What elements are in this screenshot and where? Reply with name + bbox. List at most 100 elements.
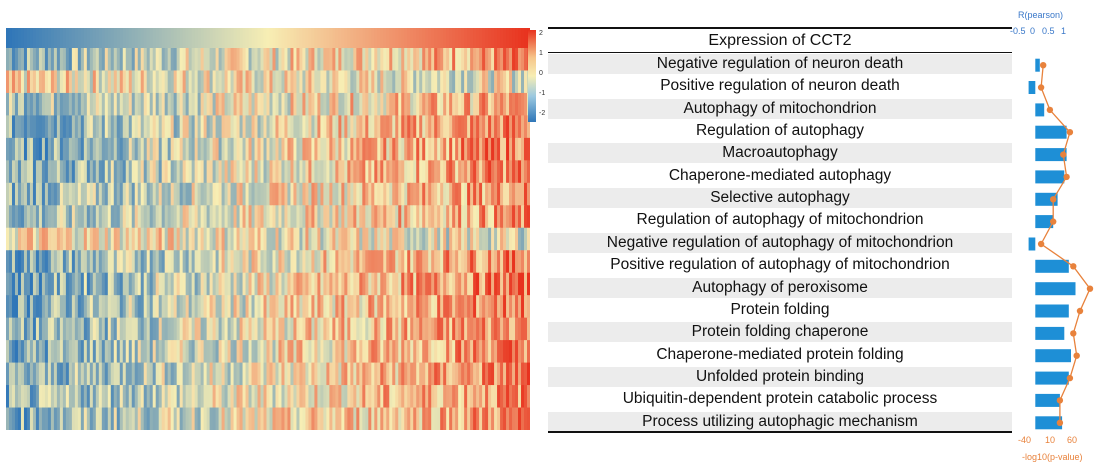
heatmap-cell: [74, 227, 79, 251]
heatmap-cell: [152, 385, 157, 409]
heatmap-cell: [434, 205, 438, 229]
heatmap-cell: [104, 48, 109, 71]
heatmap-cell: [212, 48, 217, 71]
heatmap-cell: [47, 317, 52, 341]
heatmap-cell: [38, 70, 43, 94]
heatmap-cell: [20, 317, 25, 341]
heatmap-cell: [326, 272, 330, 296]
heatmap-cell: [14, 272, 19, 296]
heatmap-cell: [98, 137, 103, 161]
heatmap-cell: [446, 250, 450, 274]
heatmap-header-cell: [44, 28, 49, 48]
heatmap-cell: [6, 227, 10, 251]
heatmap-cell: [50, 70, 55, 94]
heatmap-cell: [506, 137, 510, 161]
heatmap-cell: [506, 317, 510, 341]
heatmap-cell: [212, 407, 217, 430]
pathway-table: Expression of CCT2 Negative regulation o…: [548, 27, 1012, 433]
heatmap-cell: [413, 385, 417, 409]
heatmap-cell: [254, 272, 259, 296]
heatmap-cell: [11, 137, 16, 161]
heatmap-cell: [239, 115, 244, 139]
heatmap-cell: [200, 115, 205, 139]
heatmap-cell: [356, 70, 360, 94]
heatmap-cell: [173, 227, 178, 251]
heatmap-cell: [89, 48, 94, 71]
heatmap-cell: [446, 137, 450, 161]
heatmap-header-cell: [260, 28, 265, 48]
heatmap-cell: [23, 70, 28, 94]
heatmap-cell: [140, 48, 145, 71]
heatmap-cell: [449, 250, 453, 274]
heatmap-cell: [302, 340, 307, 364]
heatmap-cell: [212, 227, 217, 251]
heatmap-cell: [191, 272, 196, 296]
heatmap-cell: [371, 205, 375, 229]
heatmap-cell: [233, 70, 238, 94]
heatmap-cell: [440, 295, 444, 319]
heatmap-cell: [104, 182, 109, 206]
heatmap-cell: [320, 272, 324, 296]
heatmap-cell: [113, 160, 118, 184]
heatmap-cell: [290, 385, 295, 409]
heatmap-cell: [149, 317, 154, 341]
heatmap-cell: [374, 272, 378, 296]
heatmap-cell: [74, 362, 79, 386]
heatmap-cell: [518, 295, 522, 319]
heatmap-cell: [281, 48, 286, 71]
heatmap-cell: [458, 115, 462, 139]
heatmap-cell: [68, 407, 73, 430]
heatmap-cell: [452, 272, 456, 296]
heatmap-cell: [344, 407, 348, 430]
heatmap-cell: [176, 137, 181, 161]
heatmap-cell: [503, 362, 507, 386]
heatmap-cell: [335, 362, 339, 386]
heatmap-cell: [50, 115, 55, 139]
heatmap-cell: [419, 272, 423, 296]
heatmap-cell: [353, 385, 357, 409]
heatmap-cell: [479, 362, 483, 386]
heatmap-cell: [293, 250, 298, 274]
heatmap-cell: [485, 182, 489, 206]
heatmap-cell: [233, 227, 238, 251]
heatmap-cell: [200, 70, 205, 94]
heatmap-cell: [209, 205, 214, 229]
colorbar-tick: 2: [539, 30, 543, 37]
heatmap-cell: [95, 92, 100, 116]
heatmap-cell: [440, 48, 444, 71]
heatmap-cell: [347, 205, 351, 229]
heatmap-cell: [515, 295, 519, 319]
heatmap-cell: [236, 70, 241, 94]
heatmap-cell: [137, 227, 142, 251]
heatmap-cell: [293, 340, 298, 364]
heatmap-cell: [50, 92, 55, 116]
heatmap-cell: [278, 115, 283, 139]
heatmap-cell: [227, 182, 232, 206]
heatmap-cell: [518, 317, 522, 341]
heatmap-cell: [500, 205, 504, 229]
heatmap-cell: [158, 70, 163, 94]
heatmap-cell: [359, 70, 363, 94]
heatmap-cell: [425, 48, 429, 71]
heatmap-cell: [257, 407, 262, 430]
heatmap-cell: [422, 92, 426, 116]
heatmap-cell: [416, 407, 420, 430]
heatmap-cell: [194, 250, 199, 274]
heatmap-cell: [47, 182, 52, 206]
heatmap-cell: [83, 385, 88, 409]
heatmap-cell: [296, 227, 301, 251]
heatmap-cell: [101, 182, 106, 206]
heatmap-header-cell: [443, 28, 447, 48]
heatmap-cell: [296, 70, 301, 94]
heatmap-cell: [329, 362, 333, 386]
heatmap-cell: [53, 407, 58, 430]
heatmap-cell: [500, 115, 504, 139]
pathway-row: Chaperone-mediated autophagy: [668, 166, 892, 184]
heatmap-cell: [236, 362, 241, 386]
heatmap-cell: [491, 160, 495, 184]
heatmap-header-cell: [299, 28, 304, 48]
heatmap-cell: [503, 340, 507, 364]
heatmap-cell: [488, 362, 492, 386]
heatmap-cell: [83, 295, 88, 319]
heatmap-cell: [395, 115, 399, 139]
